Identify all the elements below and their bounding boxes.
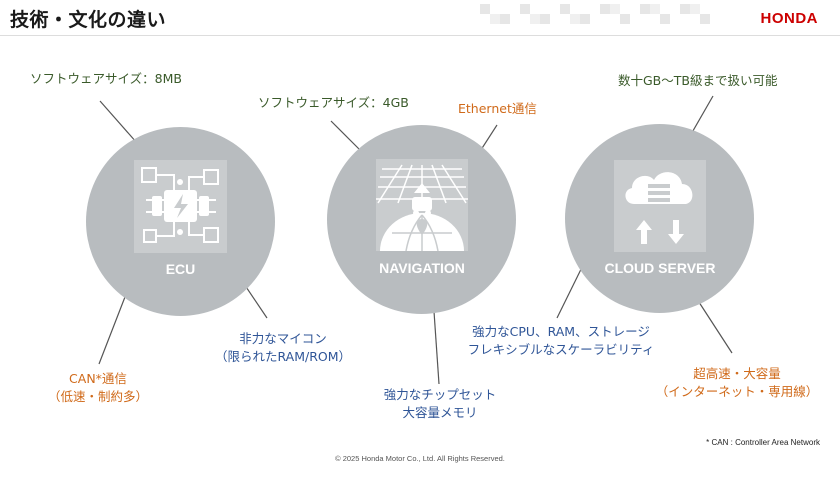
cloud-cpu-note: 強力なCPU、RAM、ストレージ フレキシブルなスケーラビリティ (460, 323, 662, 359)
ecu-can-line1: CAN*通信 (69, 371, 127, 386)
navigation-road-icon (376, 159, 468, 251)
ecu-mcu-line1: 非力なマイコン (239, 331, 327, 346)
ecu-mcu-line2: （限られたRAM/ROM） (214, 349, 352, 364)
cloud-cpu-line2: フレキシブルなスケーラビリティ (467, 342, 655, 357)
circuit-board-icon (134, 160, 227, 253)
navigation-label: NAVIGATION (379, 260, 465, 276)
navigation-chipset-line2: 大容量メモリ (402, 405, 478, 420)
cloud-label: CLOUD SERVER (604, 260, 716, 276)
copyright: © 2025 Honda Motor Co., Ltd. All Rights … (335, 454, 505, 463)
ecu-mcu-note: 非力なマイコン （限られたRAM/ROM） (202, 330, 364, 366)
cloud-capacity: 数十GB～TB級まで扱い可能 (618, 73, 778, 88)
header-pattern (0, 0, 840, 36)
cloud-network-line2: （インターネット・専用線） (655, 384, 819, 399)
ecu-label: ECU (165, 261, 196, 277)
ecu-can-note: CAN*通信 （低速・制約多） (30, 370, 166, 406)
cloud-transfer-icon (614, 160, 706, 252)
navigation-software-size: ソフトウェアサイズ：4GB (258, 95, 409, 110)
cloud-network-line1: 超高速・大容量 (693, 366, 781, 381)
ecu-can-line2: （低速・制約多） (47, 389, 148, 404)
footnote: * CAN : Controller Area Network (706, 438, 820, 447)
cloud-network-note: 超高速・大容量 （インターネット・専用線） (652, 365, 822, 401)
slide-title: 技術・文化の違い (10, 9, 167, 31)
navigation-chipset-line1: 強力なチップセット (383, 387, 497, 402)
honda-logo: HONDA (760, 10, 818, 27)
navigation-ethernet: Ethernet通信 (458, 101, 537, 116)
ecu-software-size: ソフトウェアサイズ：8MB (30, 71, 182, 86)
cloud-cpu-line1: 強力なCPU、RAM、ストレージ (472, 324, 650, 339)
navigation-chipset-note: 強力なチップセット 大容量メモリ (370, 386, 510, 422)
